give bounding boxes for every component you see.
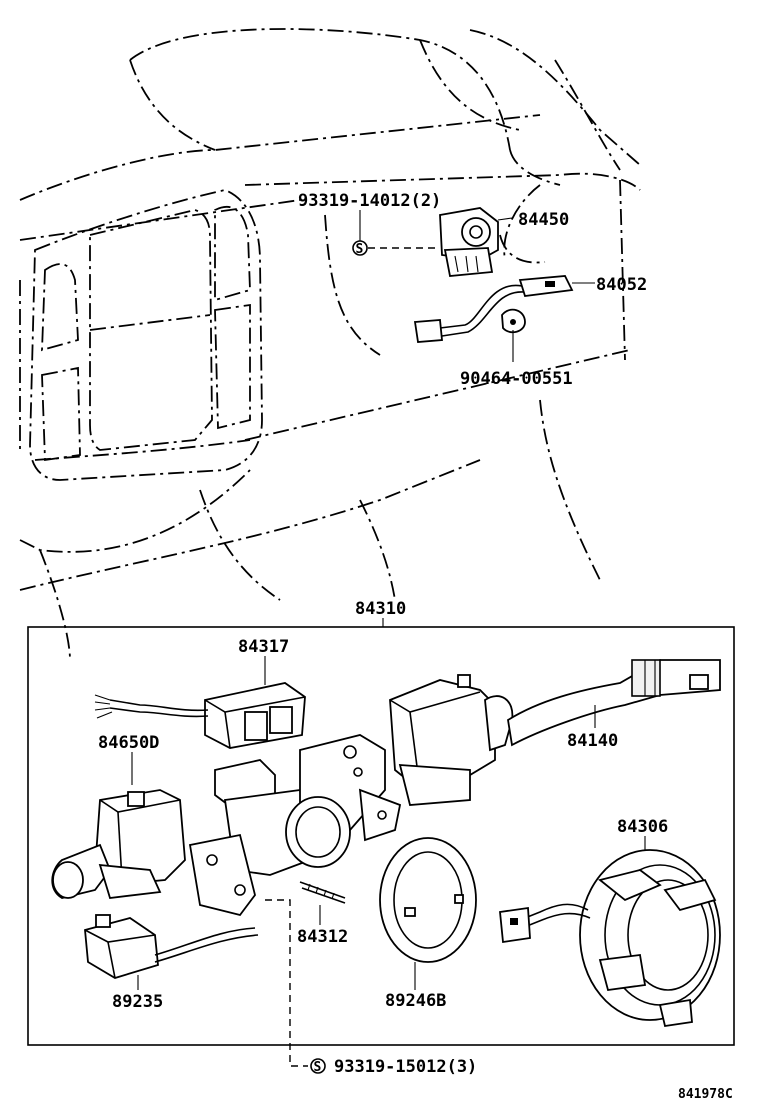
label-93319-14012: 93319-14012(2) xyxy=(298,191,441,211)
label-89246b: 89246B xyxy=(385,991,446,1011)
dashboard-outline xyxy=(19,28,641,661)
label-84140: 84140 xyxy=(567,731,618,751)
part-column-bracket xyxy=(188,734,402,917)
label-84306: 84306 xyxy=(617,817,668,837)
label-89235: 89235 xyxy=(112,992,163,1012)
part-84317-relay xyxy=(94,682,306,749)
assembly-84310-frame xyxy=(27,626,735,1046)
label-93319-15012: 93319-15012(3) xyxy=(334,1057,477,1077)
label-84450: 84450 xyxy=(518,210,569,230)
part-89235-sensor xyxy=(84,914,259,990)
label-84310: 84310 xyxy=(355,599,406,619)
part-84650d-switch xyxy=(51,789,186,899)
screw-93319-15012: S xyxy=(265,899,326,1075)
part-89246b-ring xyxy=(379,837,477,990)
label-84317: 84317 xyxy=(238,637,289,657)
drawing-code: 841978C xyxy=(678,1087,733,1102)
screw-symbol-2: S xyxy=(314,1060,322,1075)
label-90464-00551: 90464-00551 xyxy=(460,369,573,389)
label-84052: 84052 xyxy=(596,275,647,295)
part-84312-pin xyxy=(299,881,346,925)
part-84306-spiral-cable xyxy=(499,849,721,1028)
part-84450-ignition-switch xyxy=(439,207,546,277)
part-84140-wiper-switch xyxy=(389,659,721,806)
label-84312: 84312 xyxy=(297,927,348,947)
screw-symbol: S xyxy=(356,242,364,257)
screw-93319-14012: S xyxy=(352,210,435,257)
label-84650d: 84650D xyxy=(98,733,159,753)
part-84052-harness xyxy=(413,275,595,362)
